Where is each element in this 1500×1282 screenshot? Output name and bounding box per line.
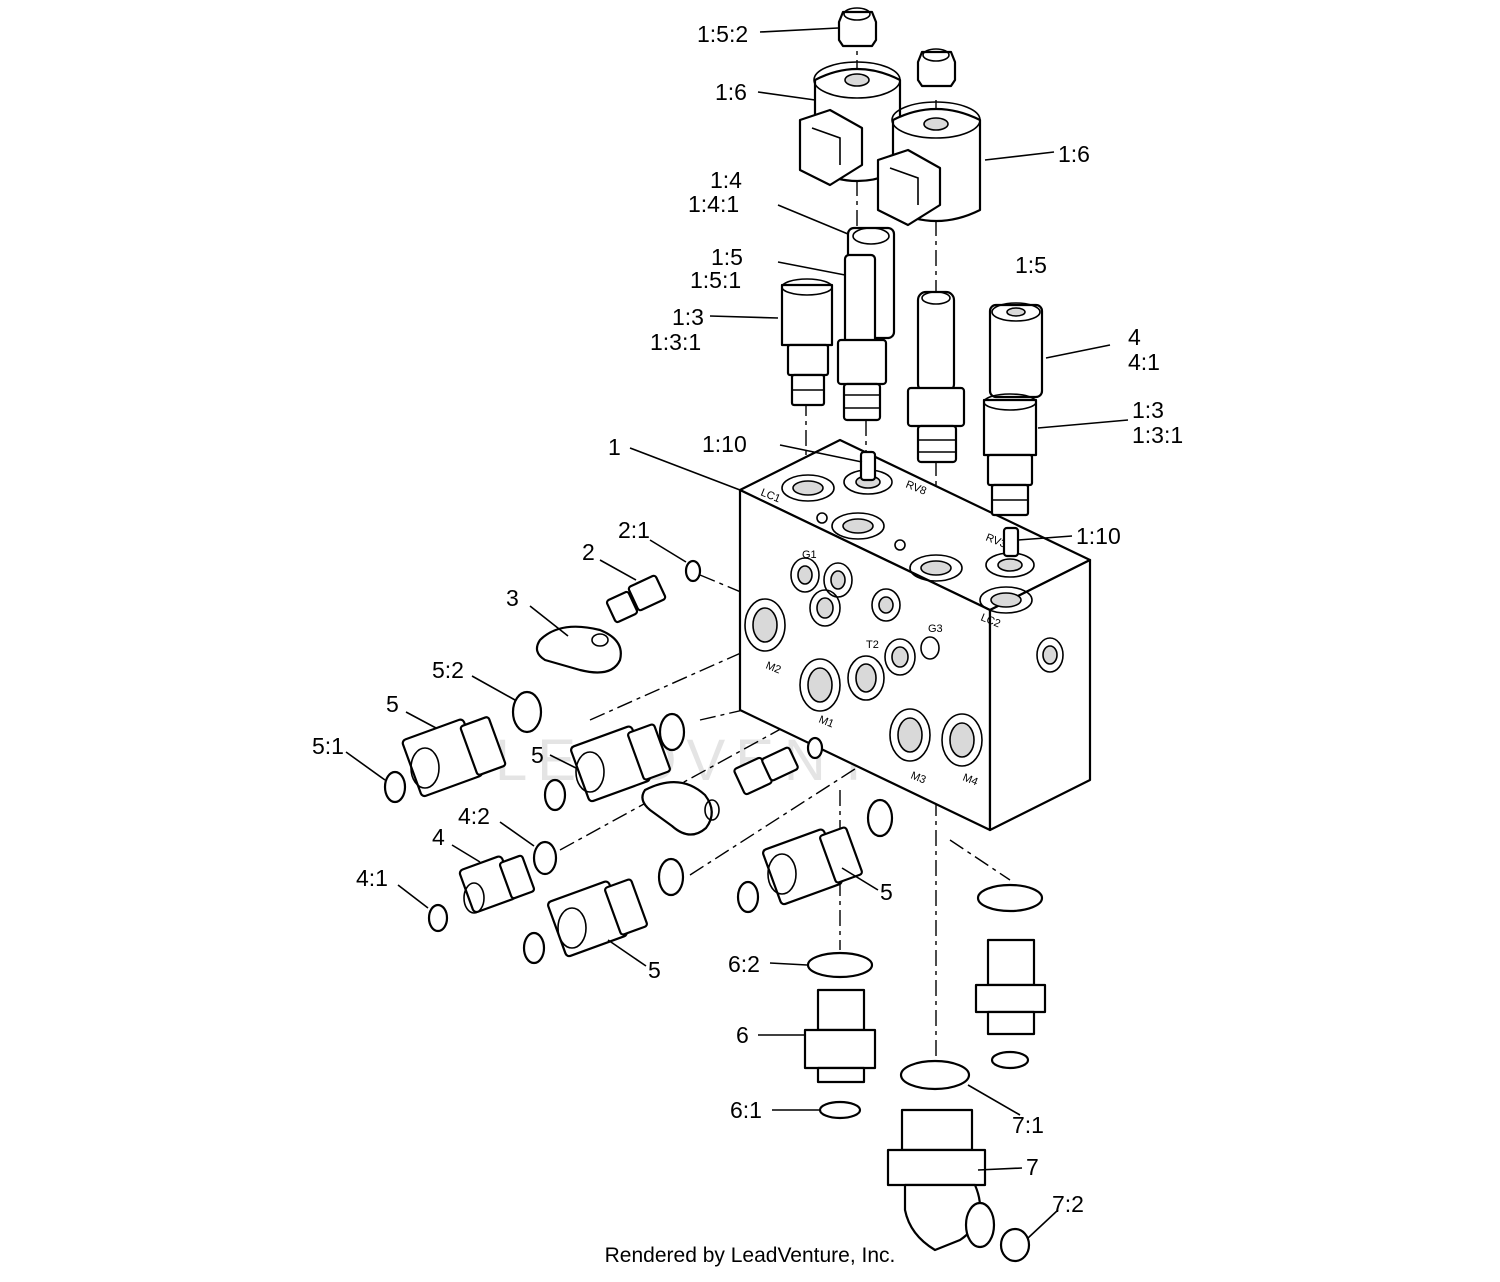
fitting-4 — [427, 840, 558, 933]
port-m1: M1 — [817, 714, 836, 731]
callout-3: 3 — [506, 585, 519, 611]
fitting-5-lower-right — [736, 798, 894, 914]
callout-1-10-top: 1:10 — [702, 431, 747, 457]
hose-clamp-inner — [641, 781, 720, 836]
callout-5-middle: 5 — [531, 742, 544, 768]
callout-1-5-2: 1:5:2 — [697, 21, 748, 47]
callout-5-left: 5 — [386, 691, 399, 717]
callout-1-4: 1:4 — [710, 167, 742, 193]
callout-2: 2 — [582, 539, 595, 565]
fitting-6 — [803, 951, 877, 1120]
coil-nut-right — [916, 48, 957, 88]
callout-5-lower-right: 5 — [880, 879, 893, 905]
solenoid-coil-right — [876, 101, 982, 227]
orifice-fitting-inner — [733, 736, 824, 796]
callout-7: 7 — [1026, 1154, 1039, 1180]
hose-clamp-3 — [535, 625, 622, 674]
callout-1-3-left: 1:3 — [672, 304, 704, 330]
callout-4-1-top: 4:1 — [1128, 349, 1160, 375]
callout-labels: 1:5:2 1:6 1:6 1:4 1:4:1 1:5 1:5:1 1:5 1:… — [312, 21, 1183, 1217]
callout-1-5-right: 1:5 — [1015, 252, 1047, 278]
callout-1-10-right: 1:10 — [1076, 523, 1121, 549]
cartridge-valve-left — [780, 278, 834, 407]
port-g1: G1 — [802, 549, 817, 561]
cartridge-valve-right — [982, 393, 1038, 517]
callout-1-3-right: 1:3 — [1132, 397, 1164, 423]
callout-7-2: 7:2 — [1052, 1191, 1084, 1217]
callout-1-6-right: 1:6 — [1058, 141, 1090, 167]
callout-1-5-1: 1:5:1 — [690, 267, 741, 293]
callout-6: 6 — [736, 1022, 749, 1048]
port-m3: M3 — [909, 770, 928, 787]
callout-4-2: 4:2 — [458, 803, 490, 829]
orifice-fitting-2 — [605, 559, 702, 624]
callout-1-3-1-right: 1:3:1 — [1132, 422, 1183, 448]
callout-5-1: 5:1 — [312, 733, 344, 759]
leader-lines — [345, 27, 1129, 1239]
callout-4-1: 4:1 — [356, 865, 388, 891]
callout-7-1: 7:1 — [1012, 1112, 1044, 1138]
check-pin-b — [1002, 526, 1020, 558]
callout-4: 4 — [432, 824, 445, 850]
callout-1-5-left: 1:5 — [711, 244, 743, 270]
callout-1-4-1: 1:4:1 — [688, 191, 739, 217]
port-g3: G3 — [928, 623, 943, 635]
callout-1-3-1-left: 1:3:1 — [650, 329, 701, 355]
fitting-5-left — [383, 690, 543, 804]
callout-1-6-left: 1:6 — [715, 79, 747, 105]
callout-5-2: 5:2 — [432, 657, 464, 683]
relief-valve-top — [988, 302, 1044, 399]
port-m2: M2 — [764, 660, 783, 677]
port-m4: M4 — [961, 772, 980, 789]
callout-4-top: 4 — [1128, 324, 1141, 350]
coil-nut-left — [837, 7, 878, 48]
fitting-5-lower-left — [522, 857, 685, 965]
manifold-block — [738, 438, 1092, 832]
callout-5-lower-left: 5 — [648, 957, 661, 983]
fitting-5-middle — [543, 712, 686, 812]
port-t2: T2 — [866, 639, 879, 651]
solenoid-valve-right — [906, 290, 966, 464]
check-pin-a — [859, 450, 877, 482]
render-credit: Rendered by LeadVenture, Inc. — [604, 1244, 896, 1267]
callout-1: 1 — [608, 434, 621, 460]
callout-6-2: 6:2 — [728, 951, 760, 977]
fitting-right-lower — [974, 883, 1047, 1070]
callout-6-1: 6:1 — [730, 1097, 762, 1123]
solenoid-valve-left — [836, 226, 896, 422]
elbow-fitting-7 — [886, 1059, 1031, 1263]
callout-2-1: 2:1 — [618, 517, 650, 543]
